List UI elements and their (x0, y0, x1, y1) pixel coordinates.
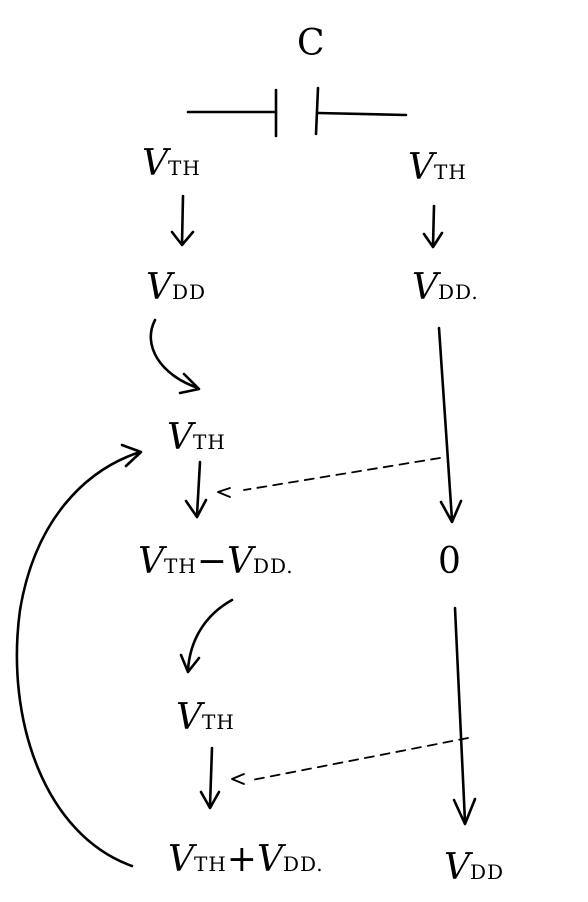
coupling-dash-2 (251, 737, 469, 781)
arrow-left-curve-2 (179, 598, 234, 674)
arrow-left-curve-1 (149, 318, 201, 395)
label-left-after-charge-sub: DD (172, 280, 207, 304)
label-left-plate-start-sub: TH (193, 430, 226, 454)
label-left-after-drop-sub2: DD. (252, 554, 294, 578)
label-left-top: VTH (142, 146, 201, 182)
capacitor-symbol (186, 86, 408, 138)
label-left-after-boost-main: V (168, 839, 194, 880)
arrow-left-top-down (170, 194, 195, 247)
label-left-plate-again-main: V (176, 697, 202, 738)
label-right-after-charge-main: V (412, 267, 438, 308)
coupling-dash-1 (243, 457, 441, 491)
coupling-arrowhead-1 (217, 487, 231, 498)
label-left-after-drop: VTH−VDD. (138, 544, 294, 580)
coupling-lines (217, 457, 469, 785)
right-column-arrows (422, 204, 477, 826)
capacitor-right-plate (314, 86, 320, 136)
label-left-after-charge-main: V (146, 267, 172, 308)
label-left-after-charge: VDD (146, 270, 206, 306)
label-right-final: VDD (444, 850, 504, 886)
coupling-arrowhead-2 (231, 773, 245, 785)
label-left-after-boost-sub: TH (194, 852, 227, 876)
label-left-plate-again-sub: TH (202, 710, 235, 734)
label-left-after-boost: VTH+VDD. (168, 842, 324, 878)
label-left-after-drop-sub: TH (164, 554, 197, 578)
label-right-after-charge: VDD. (412, 270, 479, 306)
label-right-top: VTH (408, 150, 467, 186)
arrow-right-top-down (422, 204, 444, 249)
label-left-plate-start-main: V (167, 417, 193, 458)
label-right-final-sub: DD (470, 860, 505, 884)
arrow-left-down-2 (184, 460, 208, 519)
left-column-arrows (15, 194, 234, 868)
label-left-top-main: V (142, 143, 168, 184)
label-left-after-boost-suffix: +V (226, 839, 283, 880)
label-left-plate-start: VTH (167, 420, 226, 456)
capacitor-label: C (297, 23, 325, 64)
label-right-top-main: V (408, 147, 434, 188)
label-left-after-boost-sub2: DD. (282, 852, 324, 876)
feedback-loop-arrow (15, 443, 143, 868)
label-left-top-sub: TH (168, 156, 201, 180)
label-right-top-sub: TH (434, 160, 467, 184)
label-left-after-drop-main: V (138, 541, 164, 582)
arrow-right-long-1 (437, 326, 463, 524)
label-right-after-drop: 0 (438, 541, 461, 582)
label-left-after-drop-suffix: −V (196, 541, 253, 582)
arrow-right-long-2 (452, 606, 477, 826)
label-right-final-main: V (444, 847, 470, 888)
capacitor-right-lead (316, 111, 408, 117)
label-right-after-charge-sub: DD. (438, 280, 479, 304)
label-left-plate-again: VTH (176, 700, 235, 736)
arrow-left-down-3 (199, 746, 221, 810)
